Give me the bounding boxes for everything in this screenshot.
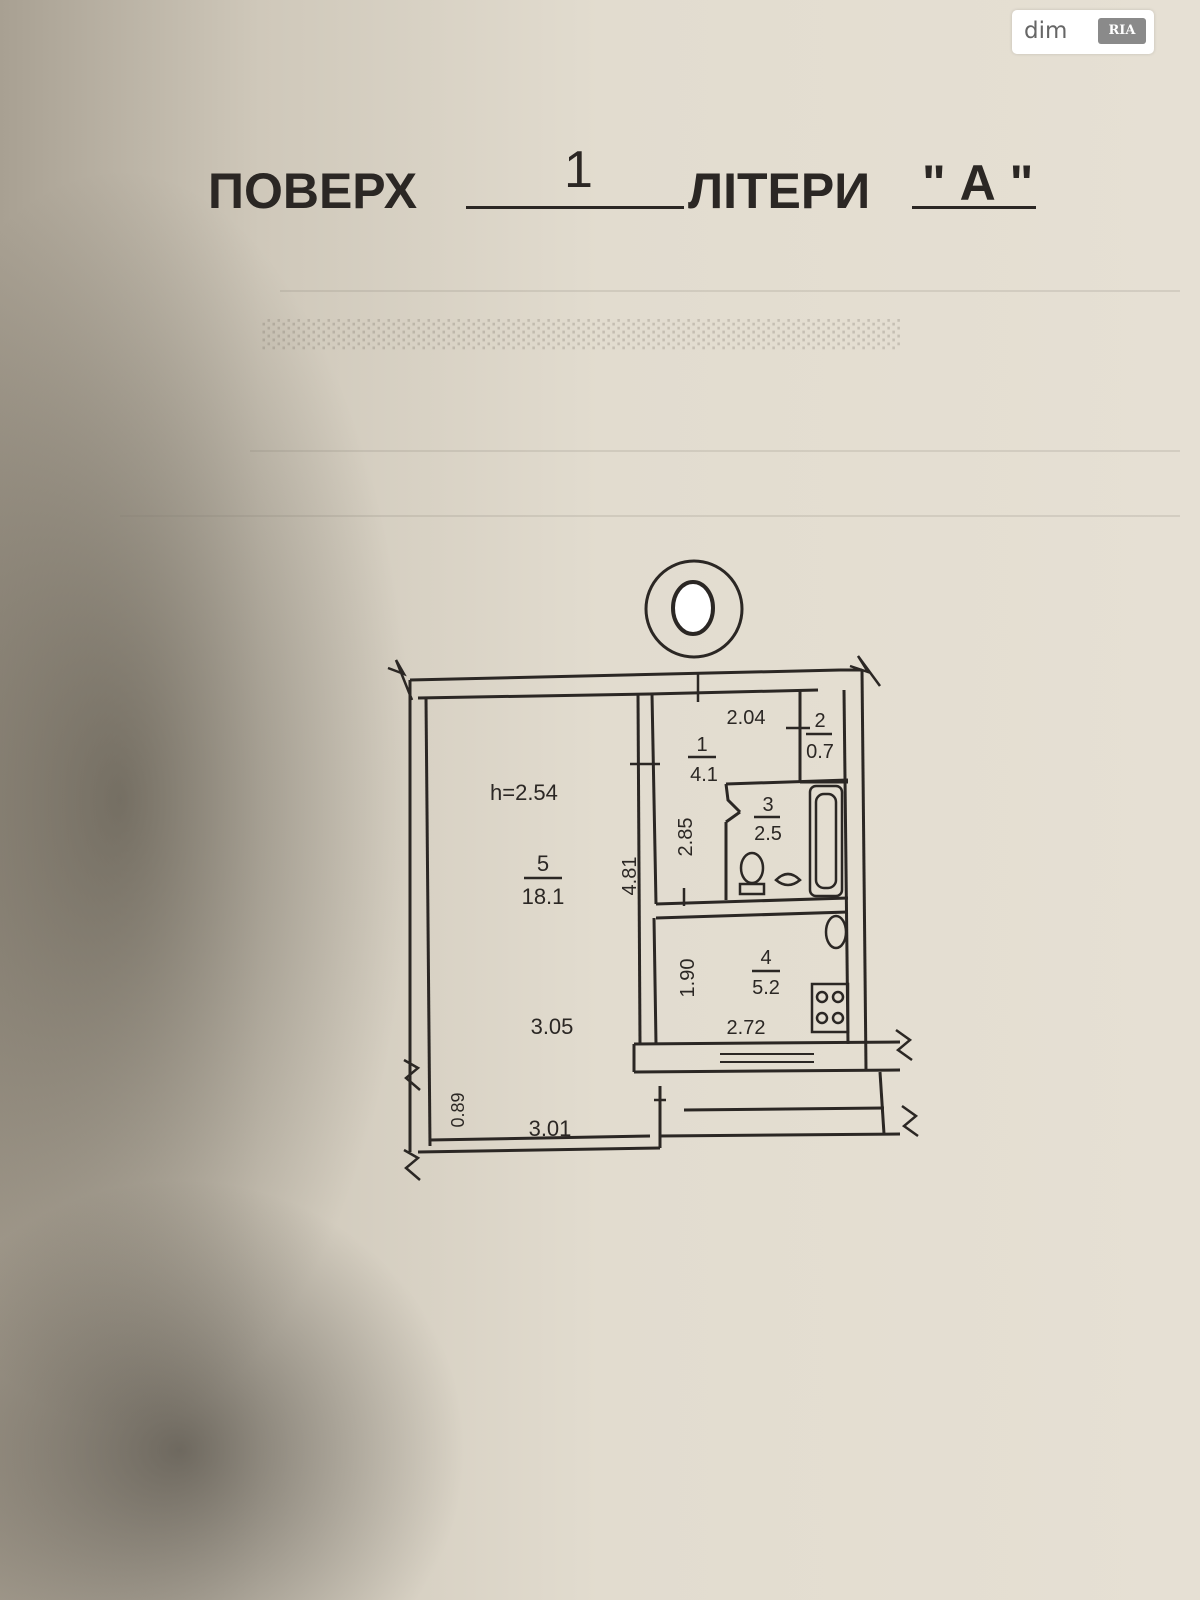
dim-living-length: 4.81 xyxy=(619,857,641,896)
ceiling-height-label: h=2.54 xyxy=(490,780,558,805)
interior-walls xyxy=(632,690,901,1138)
toilet xyxy=(738,851,766,896)
dimria-watermark: dim RIA xyxy=(1012,10,1154,54)
room-1-area: 4.1 xyxy=(690,764,718,786)
floor-value: 1 xyxy=(564,141,593,199)
wall-break-marks xyxy=(387,655,919,1181)
room-2-number: 2 xyxy=(814,710,825,732)
dim-hall-length: 2.85 xyxy=(675,818,697,857)
watermark-brand-text: dim xyxy=(1024,18,1068,44)
room-1-number: 1 xyxy=(696,734,707,756)
kitchen-window xyxy=(720,1053,814,1063)
dimension-ticks xyxy=(630,672,810,1102)
floor-underline xyxy=(466,206,684,209)
orientation-marker xyxy=(671,580,715,636)
letter-label: ЛІТЕРИ xyxy=(688,163,871,219)
dim-balcony-width: 3.01 xyxy=(529,1116,572,1141)
dim-kitchen-length: 1.90 xyxy=(677,959,699,998)
room-3-area: 2.5 xyxy=(754,823,782,845)
dim-hall-width: 2.04 xyxy=(727,707,766,729)
fraction-bars xyxy=(524,732,832,973)
watermark-badge: RIA xyxy=(1098,18,1146,44)
stove xyxy=(810,982,850,1034)
room-3-number: 3 xyxy=(762,794,773,816)
letter-value: " А " xyxy=(922,155,1034,211)
dim-balcony-depth: 0.89 xyxy=(448,1092,468,1127)
dim-kitchen-width: 2.72 xyxy=(727,1017,766,1039)
orientation-circle xyxy=(644,559,744,659)
kitchen-sink xyxy=(824,914,848,950)
bathroom-sink xyxy=(774,872,802,887)
room-5-number: 5 xyxy=(537,851,549,876)
letter-underline xyxy=(912,206,1036,209)
ghost-line xyxy=(120,515,1180,517)
floor-label: ПОВЕРХ xyxy=(208,163,418,219)
bathtub xyxy=(808,784,844,898)
room-2-area: 0.7 xyxy=(806,741,834,763)
room-4-number: 4 xyxy=(760,947,771,969)
dim-living-width: 3.05 xyxy=(531,1014,574,1039)
ghost-line xyxy=(280,290,1180,292)
floor-heading: ПОВЕРХ 1 ЛІТЕРИ " А " xyxy=(208,141,1088,219)
room-4-area: 5.2 xyxy=(752,977,780,999)
ghost-line xyxy=(250,450,1180,452)
room-5-area: 18.1 xyxy=(522,884,565,909)
